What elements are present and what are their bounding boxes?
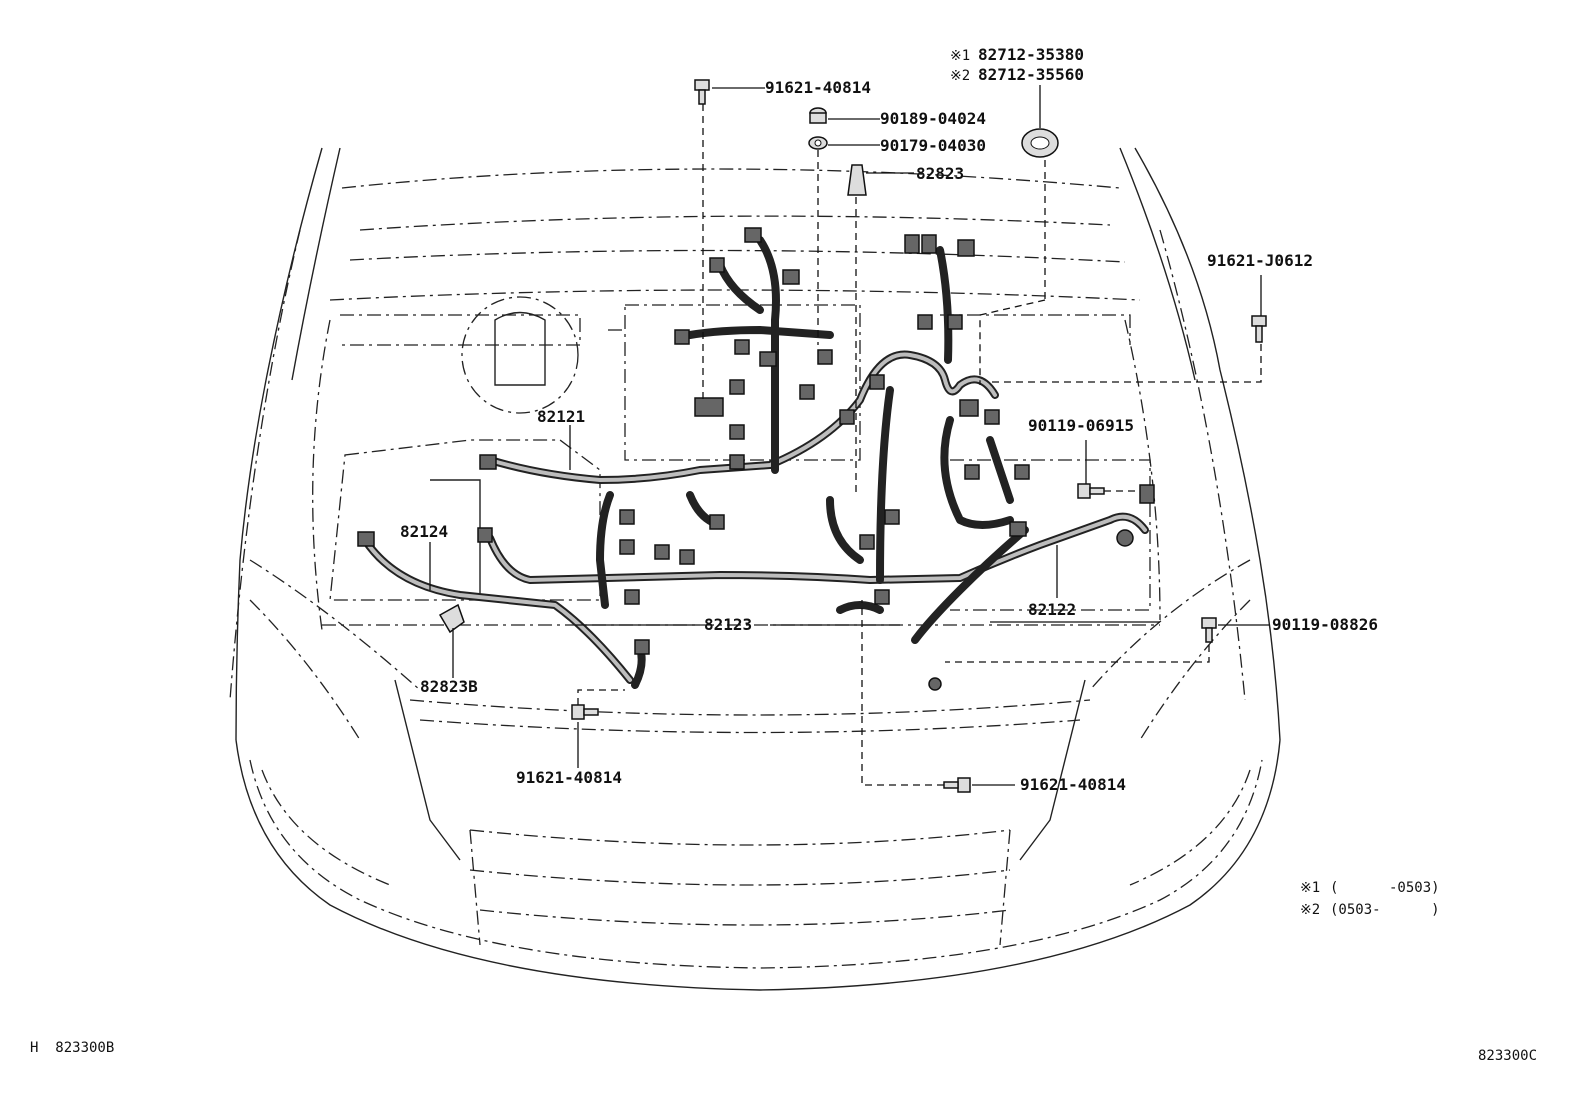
callout-bolt-top: 91621-40814 <box>765 78 871 97</box>
callout-nut: 90179-04030 <box>880 136 986 155</box>
harness-82122 <box>940 416 1014 529</box>
footnotes: ※1 ( -0503) ※2 (0503- ) <box>1300 880 1440 918</box>
callout-harness-main: 82123 <box>704 615 752 634</box>
connectors <box>357 227 1155 691</box>
callout-clip: 82823 <box>916 164 964 183</box>
harness-82124 <box>361 536 634 684</box>
callout-bolt-lower-right: 90119-08826 <box>1272 615 1378 634</box>
note-2-mark: ※2 <box>1300 902 1320 918</box>
leader-lines <box>429 85 1270 786</box>
callout-harness-engine: 82121 <box>537 407 585 426</box>
callout-grommet-2-mark: ※2 <box>950 68 970 84</box>
bolt-lower-right-icon <box>1201 617 1217 643</box>
callout-bolt-mid-right: 90119-06915 <box>1028 416 1134 435</box>
callout-clip-b: 82823B <box>420 677 478 696</box>
illustration-ref-left: H 823300B <box>30 1040 114 1056</box>
bolt-mid-right-icon <box>1077 483 1105 499</box>
callout-grommet-1: 82712-35380 <box>978 45 1084 64</box>
harness-82123 <box>486 512 1149 584</box>
bolt-top-icon <box>694 79 710 105</box>
note-1-range: ( -0503) <box>1330 880 1440 896</box>
illustration-ref-right: 823300C <box>1478 1048 1537 1064</box>
bolt-right-icon <box>1251 315 1267 343</box>
callout-harness-battery: 82124 <box>400 522 448 541</box>
note-1-mark: ※1 <box>1300 880 1320 896</box>
fastener-parts <box>438 79 1267 793</box>
vehicle-body-outline <box>229 147 1281 991</box>
washer-icon <box>809 107 827 124</box>
bolt-bottom-right-icon <box>943 777 971 793</box>
callout-bolt-right: 91621-J0612 <box>1207 251 1313 270</box>
wire-harnesses <box>361 236 1149 689</box>
callout-bolt-bottom-right: 91621-40814 <box>1020 775 1126 794</box>
clip-b-icon <box>438 603 465 634</box>
bolt-lower-left-icon <box>571 704 599 720</box>
callout-grommet-1-mark: ※1 <box>950 48 970 64</box>
clip-icon <box>847 164 867 196</box>
nut-icon <box>808 136 828 150</box>
callout-grommet-2: 82712-35560 <box>978 65 1084 84</box>
note-2-range: (0503- ) <box>1330 902 1440 918</box>
callout-bolt-lower-left: 91621-40814 <box>516 768 622 787</box>
grommet-icon <box>1021 128 1059 158</box>
callout-labels: 91621-40814 90189-04024 90179-04030 8282… <box>400 45 1378 794</box>
callout-harness-right: 82122 <box>1028 600 1076 619</box>
callout-washer: 90189-04024 <box>880 109 986 128</box>
